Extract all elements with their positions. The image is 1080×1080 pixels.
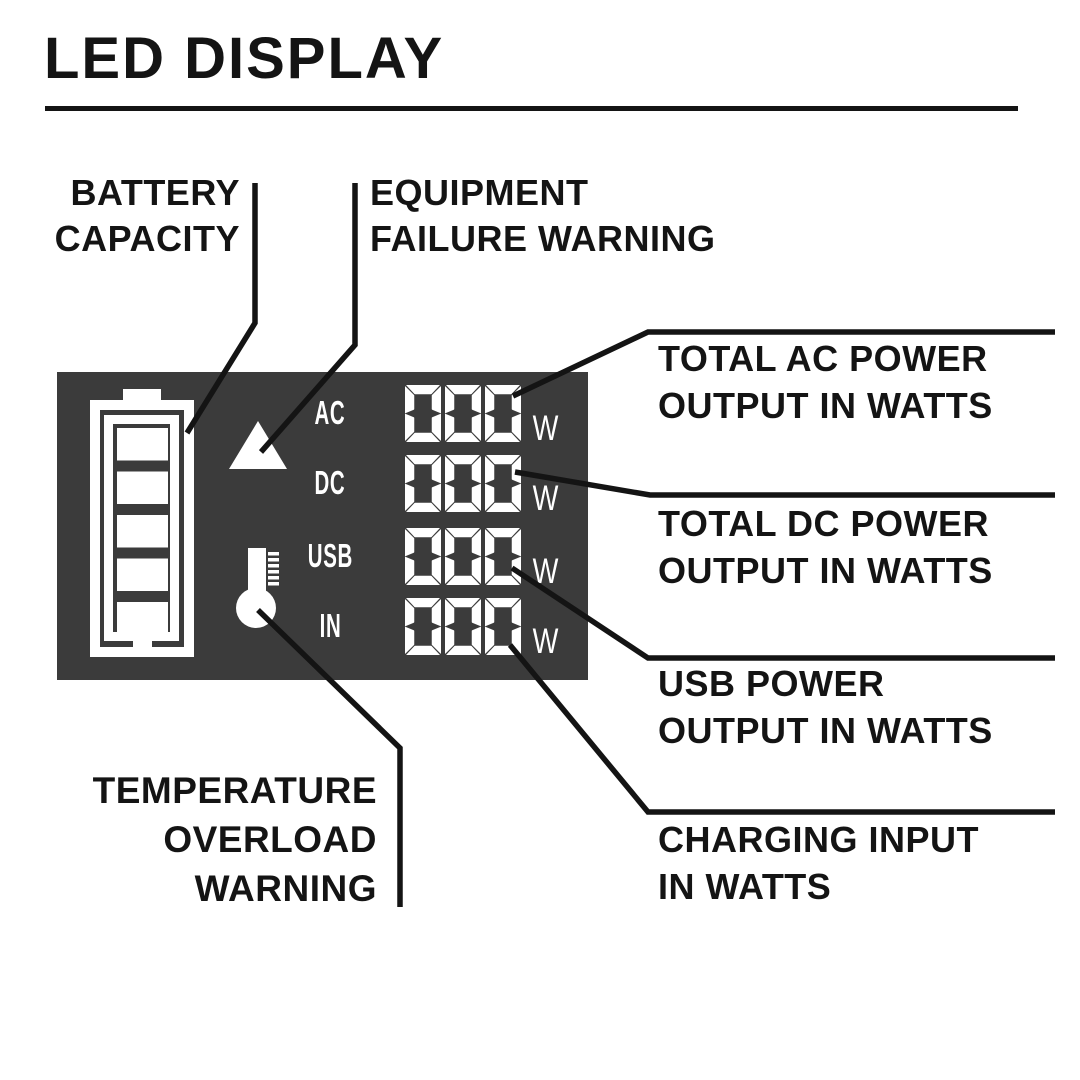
seven-segment-digit [485, 385, 521, 442]
display-row-usb: USB W [307, 528, 562, 591]
seven-segment-value [405, 455, 521, 512]
seven-segment-value [405, 528, 521, 585]
seven-segment-digit [485, 598, 521, 655]
display-row-ac: AC W [315, 385, 562, 448]
seven-segment-digit [485, 528, 521, 585]
display-row-dc: DC W [315, 455, 562, 518]
callout-total-dc-power: TOTAL DC POWER OUTPUT IN WATTS [658, 500, 993, 594]
seven-segment-digit [445, 385, 481, 442]
callout-line: TOTAL AC POWER [658, 338, 988, 379]
display-row-label: USB [307, 536, 353, 574]
callout-battery-capacity: BATTERY CAPACITY [0, 170, 240, 262]
callout-total-ac-power: TOTAL AC POWER OUTPUT IN WATTS [658, 335, 993, 429]
seven-segment-digit [405, 598, 441, 655]
callout-line: IN WATTS [658, 866, 832, 907]
callout-line: CHARGING INPUT [658, 819, 979, 860]
callout-equipment-failure: EQUIPMENT FAILURE WARNING [370, 170, 716, 262]
callout-line: USB POWER [658, 663, 885, 704]
display-row-in: IN W [319, 598, 562, 661]
warning-triangle-icon [229, 421, 287, 469]
watt-unit: W [532, 622, 559, 661]
seven-segment-digit [445, 598, 481, 655]
watt-unit: W [532, 479, 559, 518]
callout-line: FAILURE WARNING [370, 218, 716, 259]
total-dc-line [514, 469, 1055, 498]
seven-segment-digit [405, 455, 441, 512]
callout-line: OUTPUT IN WATTS [658, 710, 993, 751]
display-row-label: AC [314, 393, 346, 431]
page-title: LED DISPLAY [44, 26, 445, 91]
seven-segment-digit [405, 385, 441, 442]
display-row-label: IN [319, 606, 341, 644]
callout-line: TEMPERATURE [92, 770, 377, 811]
display-row-label: DC [314, 463, 346, 501]
watt-unit: W [532, 552, 559, 591]
callout-temperature-overload: TEMPERATURE OVERLOAD WARNING [0, 766, 377, 913]
callout-usb-power: USB POWER OUTPUT IN WATTS [658, 660, 993, 754]
seven-segment-digit [405, 528, 441, 585]
callout-line: OUTPUT IN WATTS [658, 550, 993, 591]
seven-segment-digit [445, 528, 481, 585]
seven-segment-digit [445, 455, 481, 512]
led-display-panel: AC W DC W USB W IN W [57, 372, 588, 680]
callout-charging-input: CHARGING INPUT IN WATTS [658, 816, 979, 910]
battery-gauge-icon [90, 389, 194, 657]
callout-line: CAPACITY [54, 218, 240, 259]
seven-segment-digit [485, 455, 521, 512]
seven-segment-value [405, 385, 521, 442]
title-underline [45, 106, 1018, 111]
seven-segment-value [405, 598, 521, 655]
callout-line: WARNING [194, 868, 377, 909]
callout-line: TOTAL DC POWER [658, 503, 989, 544]
callout-line: EQUIPMENT [370, 172, 589, 213]
callout-line: OVERLOAD [163, 819, 377, 860]
callout-line: OUTPUT IN WATTS [658, 385, 993, 426]
watt-unit: W [532, 409, 559, 448]
callout-line: BATTERY [70, 172, 240, 213]
